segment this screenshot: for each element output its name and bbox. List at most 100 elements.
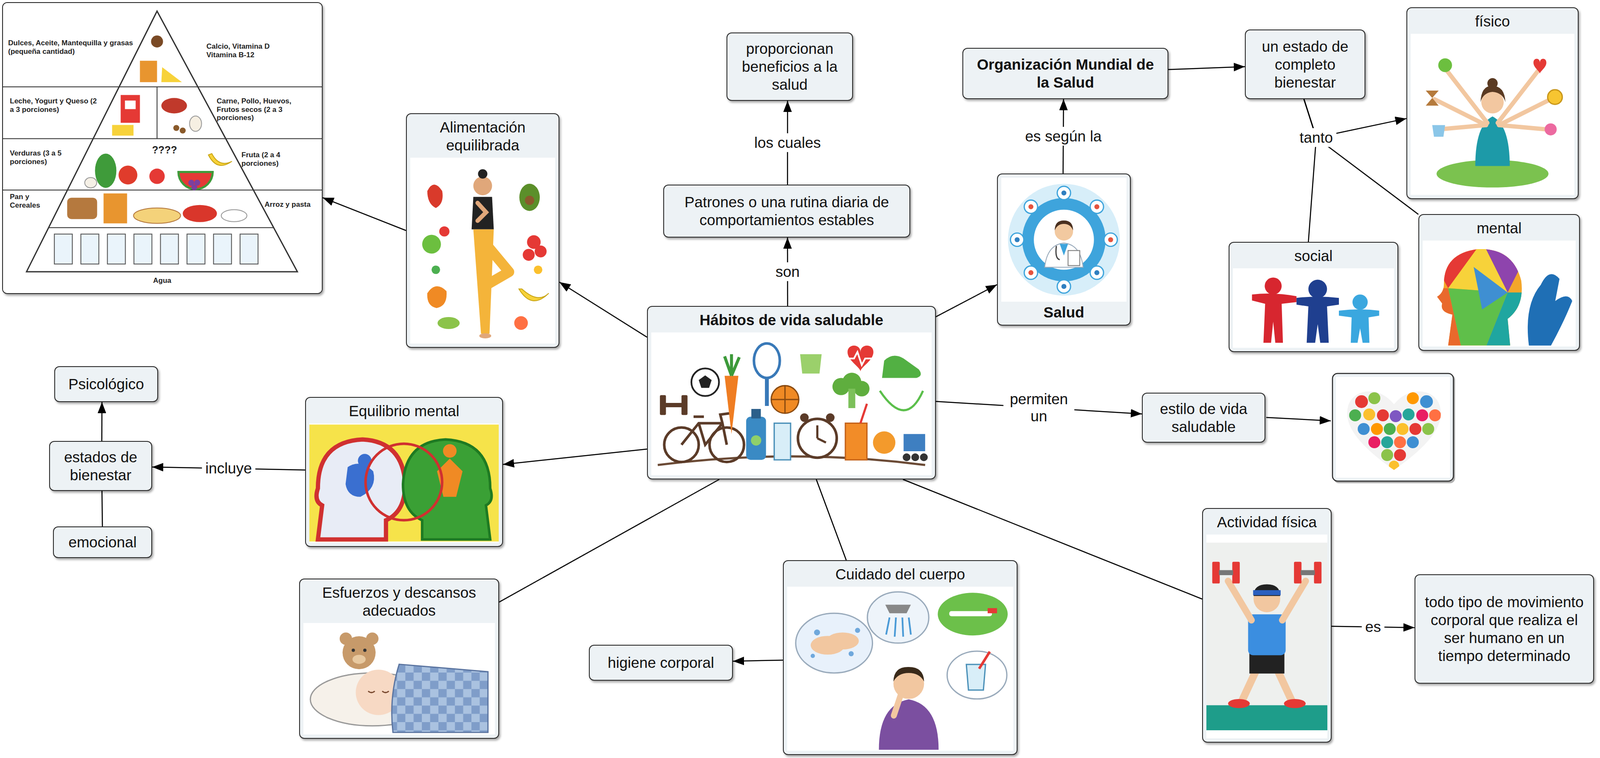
concept-box: Patrones o una rutina diaria de comporta… [663, 184, 911, 238]
node-header: Cuidado del cuerpo [783, 561, 1017, 587]
node-title: mental [1424, 219, 1574, 238]
node-text: estilo de vida saludable [1149, 400, 1258, 436]
node-header: mental [1419, 214, 1580, 241]
pyramid-label: Fruta (2 a 4 porciones) [241, 150, 315, 168]
connector [732, 660, 783, 662]
node-title: Equilibrio mental [311, 402, 498, 421]
image-concept-box: mental [1418, 214, 1580, 351]
mental-balance-illustration [309, 423, 499, 543]
node-header: Salud [997, 301, 1130, 325]
connector [502, 449, 648, 465]
body-care-illustration [787, 586, 1014, 751]
connector [1303, 99, 1317, 242]
illustration-frame [1410, 33, 1575, 195]
node-title: físico [1412, 12, 1573, 31]
node-header: Actividad física [1202, 508, 1331, 535]
node-text: Psicológico [61, 375, 151, 394]
node-header: Hábitos de vida saludable [647, 306, 936, 333]
illustration-frame [303, 623, 495, 735]
connector [1303, 99, 1419, 215]
node-header: Alimentación equilibrada [406, 114, 559, 158]
connector [499, 479, 720, 603]
concept-box: todo tipo de movimiento corporal que rea… [1414, 574, 1595, 684]
pyramid-label: ???? [146, 144, 183, 156]
illustration-frame [309, 423, 499, 543]
node-text: Patrones o una rutina diaria de comporta… [670, 193, 903, 230]
image-arrow [1266, 417, 1331, 421]
node-text: estados de bienestar [56, 448, 145, 485]
illustration-frame [1422, 240, 1576, 347]
image-concept-box: social [1228, 241, 1399, 353]
concept-box: un estado de completo bienestar [1244, 29, 1366, 100]
node-text: emocional [60, 533, 145, 552]
node-text: todo tipo de movimiento corporal que rea… [1422, 593, 1587, 665]
rest-illustration [303, 623, 495, 735]
node-title: Alimentación equilibrada [411, 118, 554, 155]
concept-box: Psicológico [54, 366, 159, 403]
image-concept-box: Cuidado del cuerpo [782, 560, 1018, 756]
central-concept: Hábitos de vida saludable [647, 305, 936, 480]
edge-label: es según la [1021, 126, 1106, 146]
connector [322, 197, 406, 231]
illustration-frame [1001, 177, 1127, 302]
balanced-diet-illustration [410, 157, 556, 344]
image-concept-box: Actividad física [1202, 508, 1332, 743]
node-title: Actividad física [1208, 513, 1326, 532]
connector [559, 282, 648, 338]
connector [102, 491, 103, 527]
connector [935, 284, 998, 317]
pyramid-label: Agua [2, 276, 322, 286]
node-text: Organización Mundial de la Salud [970, 55, 1161, 92]
concept-box: Organización Mundial de la Salud [962, 47, 1169, 100]
pyramid-label: Arroz y pasta [264, 200, 318, 209]
concept-box: emocional [52, 526, 153, 559]
pyramid-label: Carne, Pollo, Huevos, Frutos secos (2 a … [216, 97, 313, 123]
illustration-frame [410, 157, 556, 344]
concept-box: estados de bienestar [49, 441, 153, 492]
pyramid-label: Verduras (3 a 5 porciones) [9, 149, 83, 166]
pyramid-label: Pan y Cereales [9, 192, 53, 210]
node-title: social [1234, 247, 1393, 265]
edge-label: incluye [202, 458, 256, 478]
image-concept-box: Equilibrio mental [305, 397, 503, 548]
edge-label: los cuales [750, 133, 825, 153]
pyramid-label: Dulces, Aceite, Mantequilla y grasas (pe… [8, 38, 135, 56]
node-text: un estado de completo bienestar [1252, 37, 1358, 92]
concept-box: higiene corporal [588, 644, 733, 681]
heart-illustration [1331, 372, 1457, 485]
node-header: social [1229, 242, 1398, 269]
illustration-frame [1206, 534, 1328, 739]
pyramid-label: Leche, Yogurt y Queso (2 a 3 porciones) [9, 97, 102, 114]
edge-label: es [1361, 617, 1385, 637]
health-illustration [1001, 177, 1127, 302]
node-header: físico [1407, 8, 1578, 34]
habits-illustration [651, 332, 932, 476]
image-concept-box: Salud [997, 173, 1131, 326]
node-header: Equilibrio mental [305, 397, 503, 424]
node-text: higiene corporal [596, 653, 726, 672]
node-header: Esfuerzos y descansos adecuados [300, 579, 499, 624]
physical-illustration [1410, 33, 1575, 195]
image-concept-box: físico [1406, 7, 1579, 200]
social-illustration [1232, 268, 1395, 348]
connector [101, 402, 103, 442]
pyramid-label: Calcio, Vitamina D Vitamina B-12 [206, 42, 295, 59]
image-concept-box: Alimentación equilibrada [405, 113, 560, 348]
edge-label: tanto [1296, 128, 1337, 148]
edge-label: son [772, 262, 803, 282]
node-title: Cuidado del cuerpo [788, 565, 1012, 584]
node-text: proporcionan beneficios a la salud [734, 39, 846, 94]
connector [816, 479, 847, 561]
edge-label: permiten un [1003, 389, 1075, 427]
node-title: Hábitos de vida saludable [652, 311, 930, 330]
illustration-frame [1232, 268, 1395, 348]
exercise-illustration [1206, 534, 1328, 739]
illustration-frame [651, 332, 932, 476]
node-title: Salud [1002, 303, 1125, 322]
concept-box: estilo de vida saludable [1141, 392, 1266, 443]
concept-box: proporcionan beneficios a la salud [726, 32, 853, 101]
illustration-frame [787, 586, 1014, 751]
image-concept-box: Esfuerzos y descansos adecuados [299, 578, 500, 739]
food-pyramid-box: Dulces, Aceite, Mantequilla y grasas (pe… [2, 2, 323, 295]
mental-illustration [1422, 240, 1576, 347]
